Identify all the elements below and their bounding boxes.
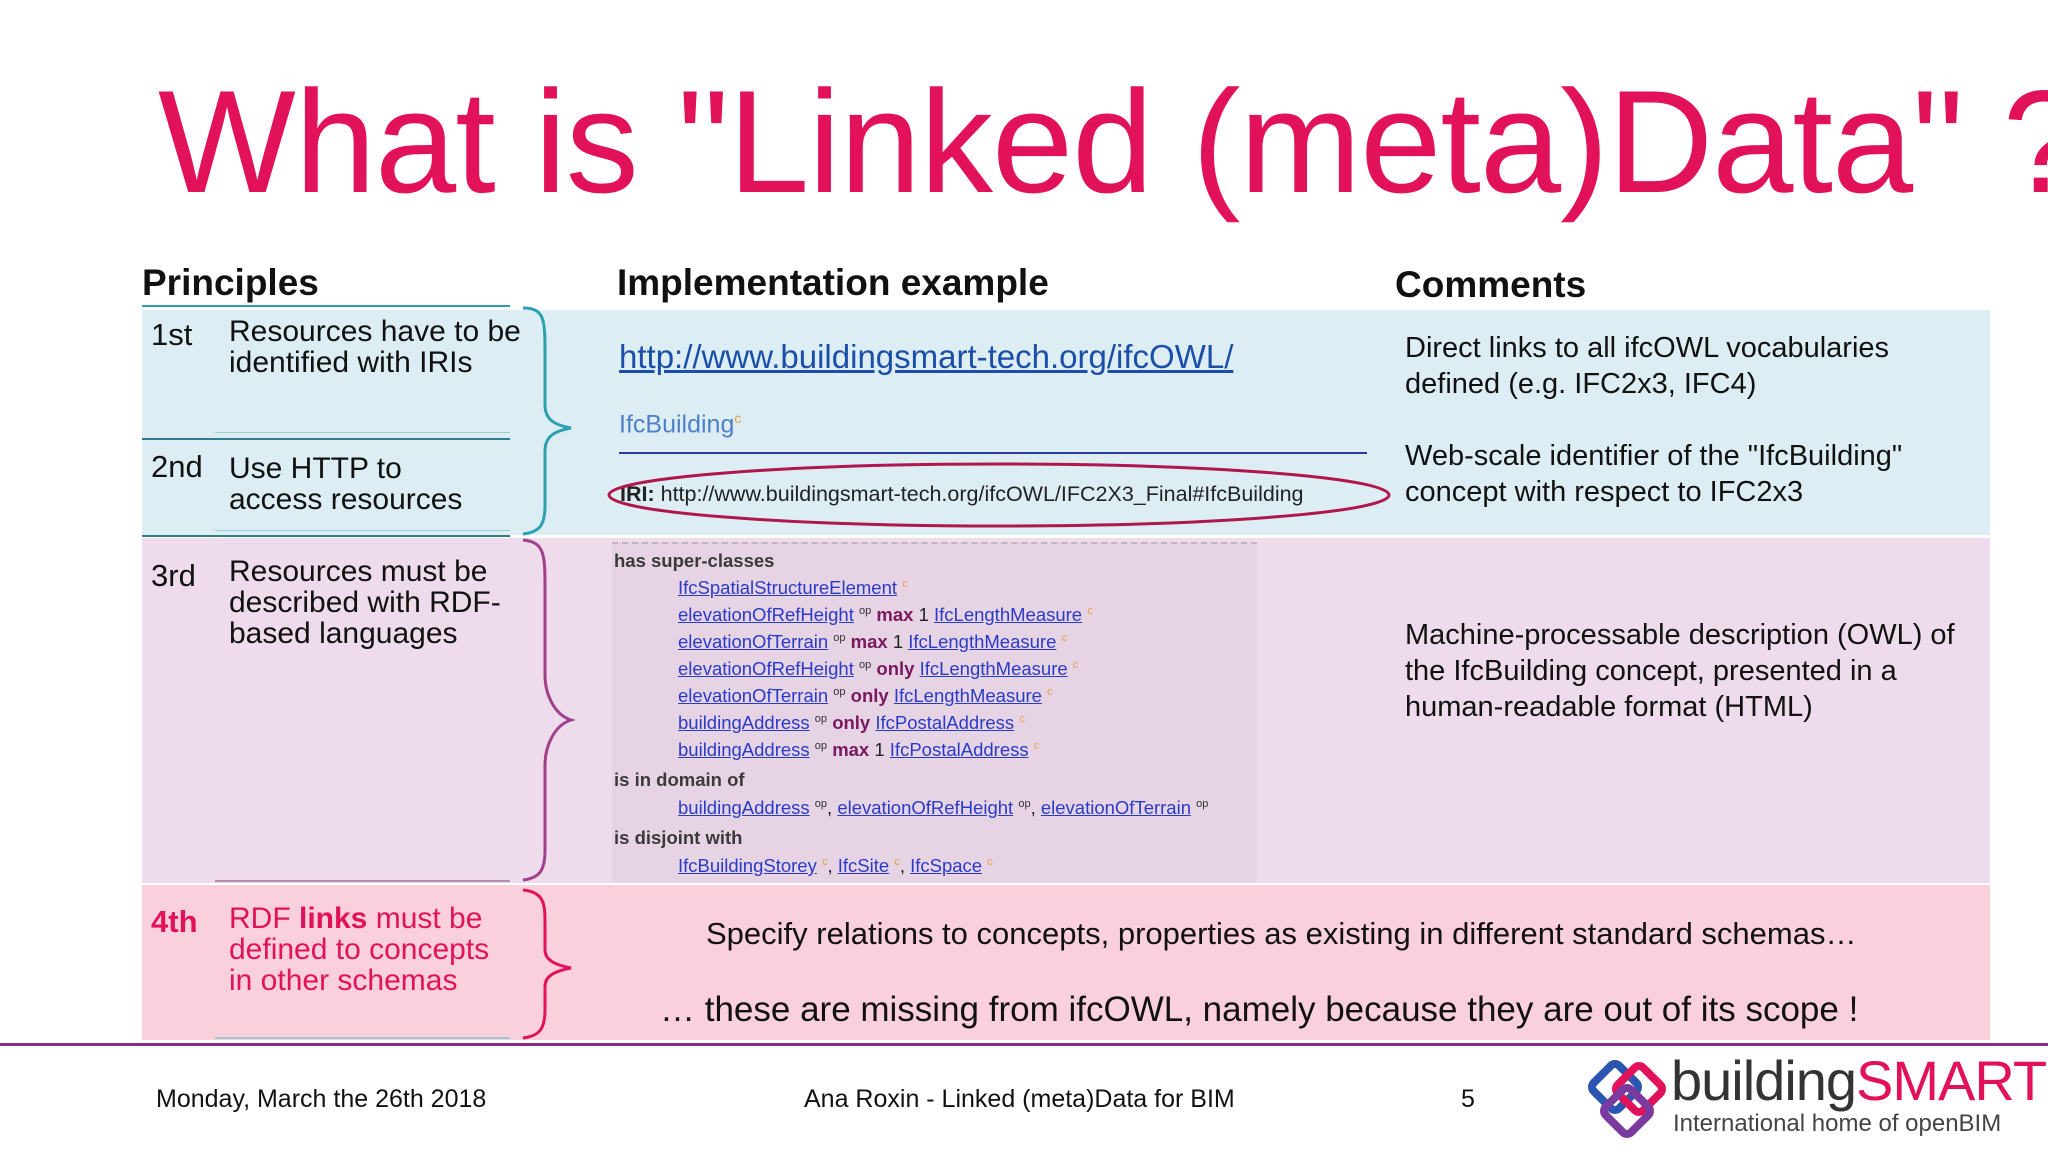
owl-row: buildingAddress op, elevationOfRefHeight…	[678, 797, 1209, 818]
principle-1-ordinal: 1st	[151, 317, 193, 352]
principle-2-ordinal: 2nd	[151, 449, 203, 484]
owl-row: elevationOfRefHeight op max 1 IfcLengthM…	[678, 604, 1093, 625]
footer-date: Monday, March the 26th 2018	[156, 1085, 487, 1113]
owl-row: elevationOfTerrain op only IfcLengthMeas…	[678, 685, 1053, 706]
brace-icons	[522, 306, 575, 1040]
header-implementation: Implementation example	[617, 262, 1049, 303]
principle-3-text: Resources must be described with RDF-bas…	[229, 555, 501, 650]
owl-link[interactable]: IfcPostalAddress	[889, 739, 1029, 760]
ifcowl-url-link[interactable]: http://www.buildingsmart-tech.org/ifcOWL…	[619, 338, 1234, 375]
logo-wordmark: buildingSMART	[1671, 1049, 2047, 1112]
rule-1st-under	[215, 432, 510, 433]
owl-link[interactable]: elevationOfRefHeight	[678, 604, 854, 625]
brace-pink-icon	[522, 888, 572, 1040]
principle-2-text: Use HTTP to access resources	[229, 452, 463, 516]
owl-link[interactable]: elevationOfTerrain	[678, 631, 829, 652]
rule-2nd-3rd	[142, 535, 510, 537]
class-underline	[619, 452, 1367, 454]
owl-link[interactable]: buildingAddress	[678, 797, 810, 818]
statement-missing: … these are missing from ifcOWL, namely …	[660, 990, 1859, 1029]
super-classes-label: has super-classes	[614, 550, 775, 571]
principle-4-text: RDF links must be defined to concepts in…	[229, 902, 490, 997]
owl-link[interactable]: IfcLengthMeasure	[893, 685, 1042, 706]
owl-row: elevationOfTerrain op max 1 IfcLengthMea…	[678, 631, 1068, 652]
owl-link[interactable]: elevationOfTerrain	[678, 685, 829, 706]
owl-link[interactable]: elevationOfRefHeight	[837, 797, 1014, 818]
comment-3: Machine-processable description (OWL) of…	[1405, 619, 1955, 723]
owl-row: elevationOfRefHeight op only IfcLengthMe…	[678, 658, 1079, 679]
owl-link[interactable]: IfcPostalAddress	[875, 712, 1015, 733]
disjoint-label: is disjoint with	[614, 827, 743, 848]
logo-tagline: International home of openBIM	[1673, 1110, 2002, 1137]
header-comments: Comments	[1395, 264, 1587, 305]
domain-label: is in domain of	[614, 769, 745, 790]
owl-link[interactable]: IfcLengthMeasure	[919, 658, 1068, 679]
iri-highlight-ellipse	[607, 462, 1391, 528]
iri-line: IRI: http://www.buildingsmart-tech.org/i…	[620, 482, 1304, 506]
owl-row: IfcSpatialStructureElement c	[678, 577, 908, 598]
header-principles: Principles	[142, 262, 319, 303]
owl-link[interactable]: IfcSpace	[910, 855, 983, 876]
comment-1: Direct links to all ifcOWL vocabularies …	[1405, 332, 1890, 400]
principle-4-ordinal: 4th	[151, 904, 198, 939]
owl-row: IfcBuildingStorey c, IfcSite c, IfcSpace…	[678, 855, 993, 876]
rule-2nd-under	[215, 530, 510, 531]
band-iri-http	[142, 310, 1990, 535]
brace-purple-icon	[522, 538, 575, 882]
buildingsmart-emblem-icon	[1588, 1060, 1666, 1138]
rule-4th-under	[215, 1037, 510, 1039]
statement-relations: Specify relations to concepts, propertie…	[706, 916, 1857, 951]
principle-1-text: Resources have to be identified with IRI…	[229, 315, 521, 379]
slide-title: What is "Linked (meta)Data" ?	[158, 60, 2048, 223]
buildingsmart-logo: buildingSMART International home of open…	[1585, 1049, 2047, 1147]
owl-link[interactable]: IfcSite	[837, 855, 890, 876]
ifcbuilding-class-heading: IfcBuildingc	[619, 410, 742, 439]
owl-link[interactable]: elevationOfTerrain	[1040, 797, 1191, 818]
footer-author: Ana Roxin - Linked (meta)Data for BIM	[804, 1085, 1235, 1113]
owl-row: buildingAddress op max 1 IfcPostalAddres…	[678, 739, 1040, 760]
owl-link[interactable]: elevationOfRefHeight	[678, 658, 854, 679]
owl-link[interactable]: buildingAddress	[678, 739, 810, 760]
owl-link[interactable]: buildingAddress	[678, 712, 810, 733]
comment-2: Web-scale identifier of the "IfcBuilding…	[1405, 440, 1903, 508]
rule-1st-2nd	[142, 438, 510, 440]
principle-3-ordinal: 3rd	[151, 558, 196, 593]
page-number: 5	[1461, 1085, 1475, 1113]
brace-blue-icon	[522, 306, 572, 536]
owl-link[interactable]: IfcLengthMeasure	[934, 604, 1083, 625]
owl-link[interactable]: IfcBuildingStorey	[678, 855, 817, 876]
footer-separator	[0, 1043, 2048, 1046]
owl-description-panel: has super-classes IfcSpatialStructureEle…	[612, 542, 1257, 882]
owl-row: buildingAddress op only IfcPostalAddress…	[678, 712, 1025, 733]
rule-principles-top	[142, 305, 510, 307]
owl-link[interactable]: IfcSpatialStructureElement	[678, 577, 898, 598]
rule-3rd-under	[215, 880, 510, 882]
band-links	[142, 885, 1990, 1040]
owl-link[interactable]: IfcLengthMeasure	[908, 631, 1057, 652]
